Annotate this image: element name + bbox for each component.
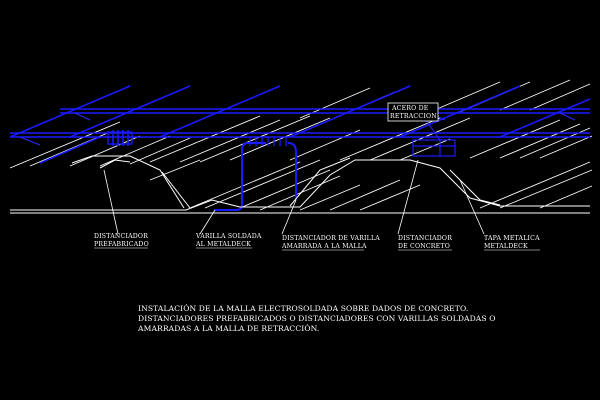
dist-prefabricado-line2: PREFABRICADO [94,241,149,248]
caption: INSTALACIÓN DE LA MALLA ELECTROSOLDADA S… [137,304,496,333]
acero-label-line2: RETRACCION [390,113,437,120]
leader-lines [103,159,485,235]
dist-concreto-line2: DE CONCRETO [398,243,450,250]
annotation-labels: DISTANCIADOR PREFABRICADO VARILLA SOLDAD… [94,233,540,251]
acero-label-line1: ACERO DE [391,105,429,112]
tapa-metalica-line2: METALDECK [484,243,528,250]
caption-line2: DISTANCIADORES PREFABRICADOS O DISTANCIA… [138,314,496,323]
prefab-spacer-mesh [107,130,133,146]
caption-line3: AMARRADAS A LA MALLA DE RETRACCIÓN. [137,324,319,333]
dist-varilla-line1: DISTANCIADOR DE VARILLA [282,235,380,242]
varilla-soldada-line1: VARILLA SOLDADA [195,233,262,240]
dist-varilla-line2: AMARRADA A LA MALLA [281,243,367,250]
caption-line1: INSTALACIÓN DE LA MALLA ELECTROSOLDADA S… [138,304,468,313]
dist-prefabricado-line1: DISTANCIADOR [94,233,148,240]
slab-hatch [9,79,593,211]
metaldeck-profile [10,155,590,214]
wire-mesh [9,85,591,211]
tapa-metalica-line1: TAPA METALICA [484,235,540,242]
acero-retraccion-callout: ACERO DE RETRACCION [387,102,439,122]
dist-concreto-line1: DISTANCIADOR [398,235,452,242]
varilla-soldada-line2: AL METALDECK [195,241,251,248]
concrete-spacer-mesh [412,139,456,157]
